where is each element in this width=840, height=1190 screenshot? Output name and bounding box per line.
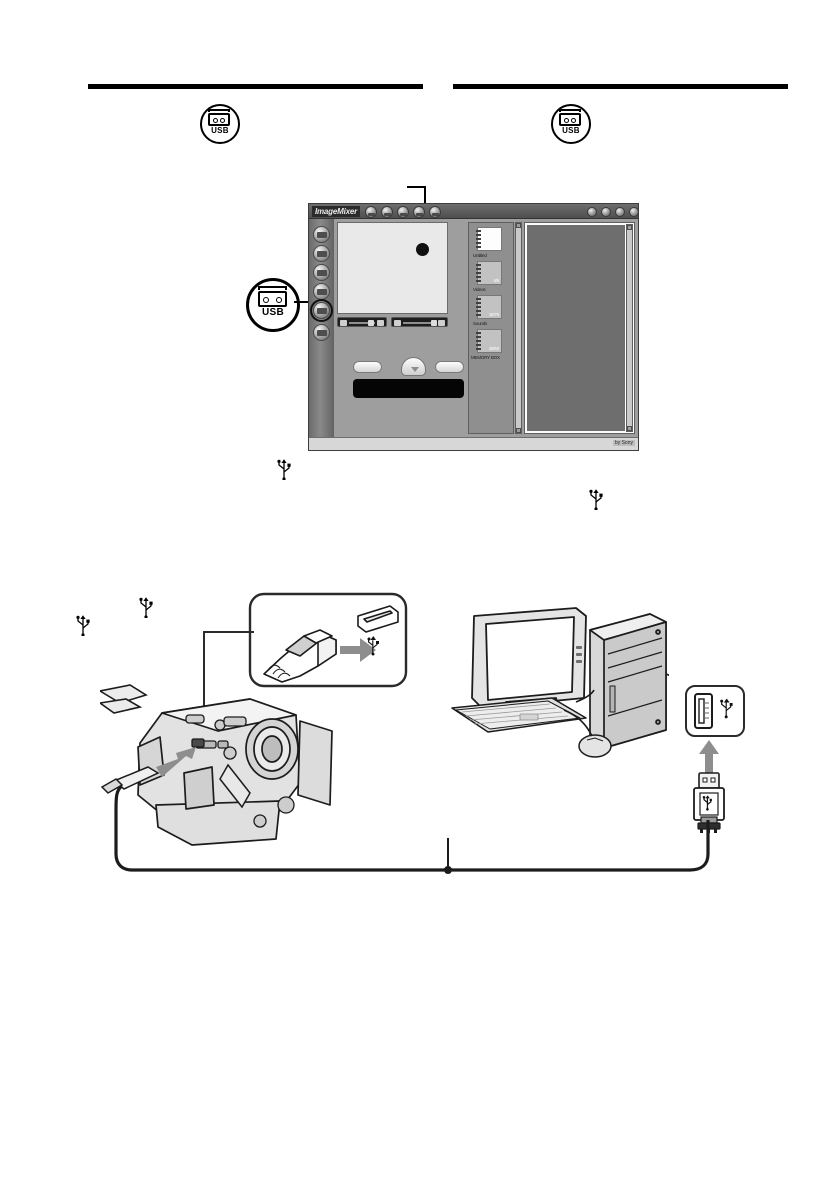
album-rings-icon — [476, 230, 481, 250]
usb-badge-label: USB — [261, 307, 284, 318]
album-thumbnail[interactable]: 18/70 — [476, 295, 502, 319]
volume-slider[interactable] — [337, 317, 387, 327]
callout-usb-badge: USB — [246, 278, 300, 332]
album-count: 28/50 — [488, 346, 499, 351]
cassette-body-icon — [258, 291, 287, 307]
usb-a-plug-illustration — [693, 772, 725, 833]
album-rings-icon — [476, 332, 481, 352]
callout-connector-line — [294, 301, 314, 303]
status-panel — [353, 379, 464, 398]
scroll-up-arrow-icon[interactable] — [627, 225, 632, 230]
inset-leader-line — [203, 631, 254, 734]
album-thumbnail[interactable] — [476, 227, 502, 251]
window-titlebar[interactable]: ImageMixer — [309, 204, 639, 219]
window-body: Untitled 4/5 Videos 18/70 Sounds 28/50 — [334, 219, 638, 437]
work-canvas[interactable] — [527, 225, 625, 431]
position-slider-left-icon — [394, 320, 401, 326]
album-count: 4/5 — [493, 278, 499, 283]
usb-cable — [114, 784, 710, 874]
album-pane[interactable]: Untitled 4/5 Videos 18/70 Sounds 28/50 — [468, 222, 514, 434]
window-status-bar: by Sony — [309, 437, 638, 450]
usb-badge-label: USB — [562, 126, 580, 135]
volume-slider-right-icon — [377, 320, 384, 326]
volume-slider-knob[interactable] — [368, 319, 374, 326]
usb-trident-icon — [139, 597, 153, 618]
cassette-cap-icon — [208, 109, 230, 112]
usb-connector-inset — [248, 592, 408, 688]
help-icon[interactable] — [601, 207, 611, 217]
status-bar-text: by Sony — [612, 440, 635, 446]
album-label: MEMORY BOX — [471, 355, 500, 360]
album-scrollbar[interactable] — [515, 222, 522, 434]
header-rule-right — [453, 84, 788, 89]
window-sidebar[interactable] — [309, 219, 334, 437]
record-button[interactable] — [401, 357, 426, 376]
header-usb-badge-right: USB — [551, 104, 591, 144]
usb-trident-icon — [76, 615, 90, 636]
header-rule-left — [88, 84, 423, 89]
header-usb-badge-left: USB — [200, 104, 240, 144]
sidebar-icon-3[interactable] — [313, 264, 330, 281]
recording-dot-icon — [416, 243, 429, 256]
cassette-body-icon — [208, 113, 230, 126]
album-thumbnail[interactable]: 28/50 — [476, 329, 502, 353]
video-preview-pane[interactable] — [337, 222, 448, 314]
album-count: 18/70 — [488, 312, 499, 317]
usb-trident-icon — [589, 489, 603, 510]
album-thumbnail[interactable]: 4/5 — [476, 261, 502, 285]
capture-button[interactable] — [353, 361, 382, 373]
album-label: Untitled — [473, 253, 487, 258]
usb-badge-label: USB — [211, 126, 229, 135]
album-label: Sounds — [473, 321, 488, 326]
scroll-up-arrow-icon[interactable] — [516, 223, 521, 228]
record-button-arrow-icon — [411, 367, 419, 372]
toolbar-button-4[interactable] — [413, 206, 425, 218]
position-slider[interactable] — [391, 317, 448, 327]
stop-button[interactable] — [435, 361, 464, 373]
album-label: Videos — [473, 287, 486, 292]
cassette-cap-icon — [559, 109, 581, 112]
toolbar-button-2[interactable] — [381, 206, 393, 218]
cassette-body-icon — [559, 113, 581, 126]
sidebar-icon-2[interactable] — [313, 245, 330, 262]
sidebar-icon-4[interactable] — [313, 283, 330, 300]
album-rings-icon — [476, 264, 481, 284]
sidebar-icon-1[interactable] — [313, 226, 330, 243]
camcorder-illustration — [100, 684, 333, 846]
minimize-icon[interactable] — [587, 207, 597, 217]
cassette-cap-icon — [258, 286, 287, 290]
usb-trident-icon — [277, 459, 291, 480]
toolbar-button-5[interactable] — [429, 206, 441, 218]
sidebar-usb-highlight-ring — [310, 299, 333, 322]
work-scrollbar[interactable] — [626, 224, 633, 432]
toolbar-button-3[interactable] — [397, 206, 409, 218]
scroll-down-arrow-icon[interactable] — [627, 426, 632, 431]
plug-insert-arrow-icon — [699, 740, 719, 776]
toolbar-button-1[interactable] — [365, 206, 377, 218]
sidebar-icon-6[interactable] — [313, 324, 330, 341]
settings-icon[interactable] — [615, 207, 625, 217]
imagemixer-window[interactable]: ImageMixer — [308, 203, 639, 451]
position-slider-knob[interactable] — [431, 319, 437, 326]
volume-slider-left-icon — [340, 320, 347, 326]
app-logo: ImageMixer — [312, 206, 361, 217]
desktop-computer-illustration — [451, 607, 669, 758]
scroll-down-arrow-icon[interactable] — [516, 428, 521, 433]
close-icon[interactable] — [629, 207, 639, 217]
album-rings-icon — [476, 298, 481, 318]
position-slider-track — [403, 322, 436, 324]
volume-slider-track — [349, 322, 375, 324]
usb-port-inset — [685, 685, 745, 737]
position-slider-right-icon — [438, 320, 445, 326]
work-pane[interactable] — [524, 222, 635, 434]
